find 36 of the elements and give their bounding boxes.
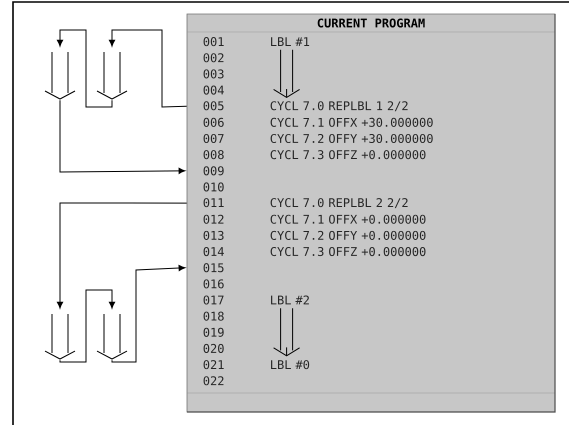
arrow [112,265,186,362]
program-line: 018 [204,312,224,321]
arrow [56,30,112,108]
program-line: 003 [204,69,224,78]
arrow [108,30,188,108]
program-line: 014 CYCL 7.3 OFFZ +0.000000 [204,247,426,256]
double-arrow [273,308,300,356]
panel-title: CURRENT PROGRAM [318,18,425,28]
program-line: 021 LBL #0 [204,360,310,370]
double-arrow-symbol [44,314,76,360]
program-line: 012 CYCL 7.1 OFFX +0.000000 [204,214,426,224]
program-panel [186,14,556,413]
program-line: 008 CYCL 7.3 OFFZ +0.000000 [204,150,426,160]
program-line: 009 [204,166,224,176]
program-line: 015 [204,263,224,272]
program-line: 020 [204,344,224,353]
program-line: 017 LBL #2 [204,295,309,305]
program-line: 004 [204,86,224,95]
arrow [60,290,116,362]
program-line: 016 [204,279,224,288]
program-line: 022 [204,376,224,386]
program-line: 001 LBL #1 [204,37,310,46]
program-line: 010 [204,182,224,192]
program-line: 006 CYCL 7.1 OFFX +30.000000 [204,118,433,127]
double-arrow [273,49,300,98]
program-line: 007 CYCL 7.2 OFFY +30.000000 [204,134,433,144]
program-line: 019 [204,328,224,337]
program-line: 011 CYCL 7.0 REPLBL 2 2/2 [204,198,408,208]
program-line: 002 [204,53,224,62]
program-line: 005 CYCL 7.0 REPLBL 1 2/2 [204,101,408,112]
double-arrow-symbol [96,314,128,360]
double-arrow-symbol [44,52,76,100]
double-arrow-symbol [96,52,128,100]
arrow [60,100,186,174]
program-line: 013 CYCL 7.2 OFFY +0.000000 [204,230,426,240]
arrow [56,202,188,309]
